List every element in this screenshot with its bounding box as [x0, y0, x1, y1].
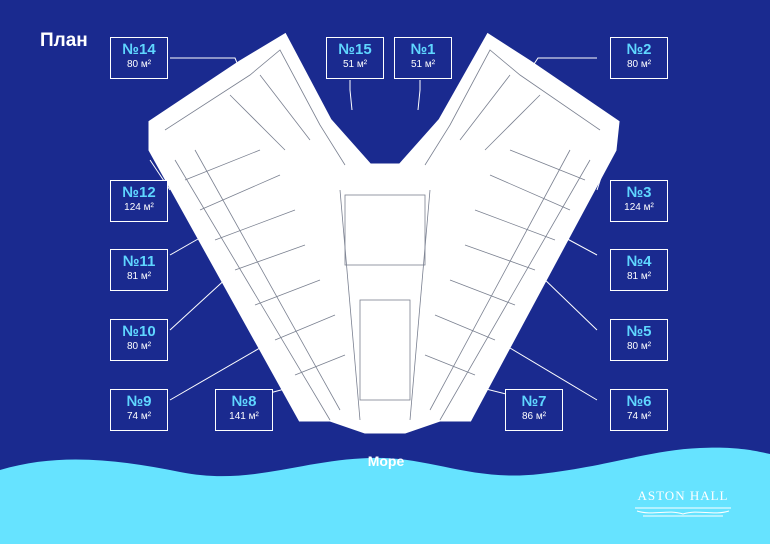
unit-7-label[interactable]: №7 86 м²: [505, 389, 563, 431]
unit-area: 124 м²: [624, 202, 654, 213]
unit-1-label[interactable]: №1 51 м²: [394, 37, 452, 79]
unit-area: 80 м²: [626, 341, 652, 352]
unit-area: 51 м²: [342, 59, 368, 70]
unit-area: 86 м²: [521, 411, 547, 422]
unit-number: №15: [338, 41, 372, 58]
unit-area: 81 м²: [626, 271, 652, 282]
unit-number: №10: [122, 323, 156, 340]
brand-logo: ASTON HALL: [628, 488, 738, 518]
unit-number: №5: [626, 323, 652, 340]
unit-number: №7: [521, 393, 547, 410]
unit-area: 141 м²: [229, 411, 259, 422]
brand-name: ASTON HALL: [637, 488, 729, 503]
unit-8-label[interactable]: №8 141 м²: [215, 389, 273, 431]
unit-number: №9: [126, 393, 152, 410]
unit-6-label[interactable]: №6 74 м²: [610, 389, 668, 431]
leader-lines: [149, 57, 611, 401]
unit-number: №14: [122, 41, 156, 58]
unit-number: №2: [626, 41, 652, 58]
unit-number: №6: [626, 393, 652, 410]
unit-number: №12: [122, 184, 156, 201]
unit-15-label[interactable]: №15 51 м²: [326, 37, 384, 79]
unit-2-label[interactable]: №2 80 м²: [610, 37, 668, 79]
sea-label: Море: [367, 453, 405, 469]
unit-14-label[interactable]: №14 80 м²: [110, 37, 168, 79]
unit-11-label[interactable]: №11 81 м²: [110, 249, 168, 291]
unit-5-label[interactable]: №5 80 м²: [610, 319, 668, 361]
unit-number: №11: [122, 253, 156, 270]
unit-area: 74 м²: [126, 411, 152, 422]
unit-area: 81 м²: [126, 271, 152, 282]
sea-wave: [0, 447, 770, 544]
unit-number: №1: [410, 41, 436, 58]
unit-10-label[interactable]: №10 80 м²: [110, 319, 168, 361]
unit-number: №8: [231, 393, 257, 410]
unit-number: №3: [626, 184, 652, 201]
unit-area: 74 м²: [626, 411, 652, 422]
unit-12-label[interactable]: №12 124 м²: [110, 180, 168, 222]
unit-area: 80 м²: [126, 341, 152, 352]
unit-area: 80 м²: [626, 59, 652, 70]
logo-wave-icon: [635, 507, 731, 517]
unit-area: 124 м²: [124, 202, 154, 213]
unit-3-label[interactable]: №3 124 м²: [610, 180, 668, 222]
unit-4-label[interactable]: №4 81 м²: [610, 249, 668, 291]
page-title: План: [40, 30, 88, 51]
unit-9-label[interactable]: №9 74 м²: [110, 389, 168, 431]
room-partitions: [164, 49, 601, 421]
unit-area: 51 м²: [410, 59, 436, 70]
unit-number: №4: [626, 253, 652, 270]
unit-area: 80 м²: [126, 59, 152, 70]
